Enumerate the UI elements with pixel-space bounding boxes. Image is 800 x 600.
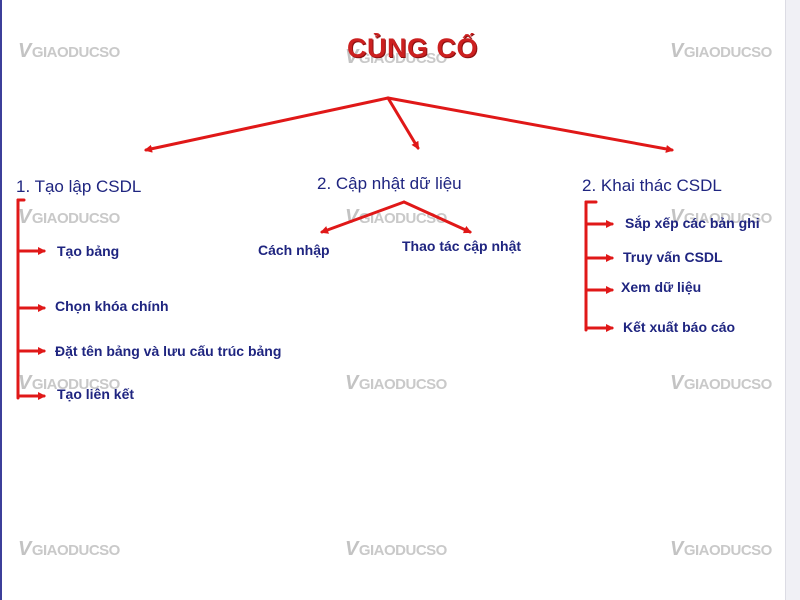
watermark-logo: VGIAODUCSO [670, 40, 772, 62]
item-sap-xep-ban-ghi: Sắp xếp các bản ghi [625, 215, 760, 231]
item-dat-ten-bang: Đặt tên bảng và lưu cấu trúc bảng [55, 343, 282, 359]
watermark-logo: VGIAODUCSO [670, 206, 772, 228]
branch-3-heading: 2. Khai thác CSDL [582, 176, 722, 195]
watermark-logo: VGIAODUCSO [18, 206, 120, 228]
connector-thao-tac [402, 200, 472, 234]
slide-left-border [0, 0, 2, 600]
scrollbar-track[interactable] [785, 0, 800, 600]
item-ket-xuat-bao-cao: Kết xuất báo cáo [623, 319, 736, 335]
connector-cach-nhap [320, 200, 406, 234]
connector-to-branch-3 [386, 96, 674, 153]
connector-to-branch-2 [386, 96, 420, 150]
watermark-logo: VGIAODUCSO [670, 538, 772, 560]
watermark-logo: VGIAODUCSO [345, 46, 447, 68]
watermark-logo: VGIAODUCSO [345, 538, 447, 560]
slide-title: CỦNG CỐ [347, 33, 478, 63]
item-cach-nhap: Cách nhập [258, 242, 330, 258]
watermark-logo: VGIAODUCSO [18, 40, 120, 62]
watermark-logo: VGIAODUCSO [18, 372, 120, 394]
item-thao-tac-cap-nhat: Thao tác cập nhật [402, 238, 522, 254]
branch-1-heading: 1. Tạo lập CSDL [16, 177, 142, 196]
branch-2-heading: 2. Cập nhật dữ liệu [317, 174, 462, 193]
item-tao-lien-ket: Tạo liên kết [57, 386, 135, 402]
item-truy-van-csdl: Truy vấn CSDL [623, 249, 723, 265]
item-tao-bang: Tạo bảng [57, 243, 120, 259]
watermark-logo: VGIAODUCSO [18, 538, 120, 560]
item-chon-khoa-chinh: Chọn khóa chính [55, 298, 169, 314]
item-xem-du-lieu: Xem dữ liệu [621, 279, 702, 295]
watermark-logo: VGIAODUCSO [670, 372, 772, 394]
connector-to-branch-1 [144, 96, 390, 153]
watermark-logo: VGIAODUCSO [345, 372, 447, 394]
